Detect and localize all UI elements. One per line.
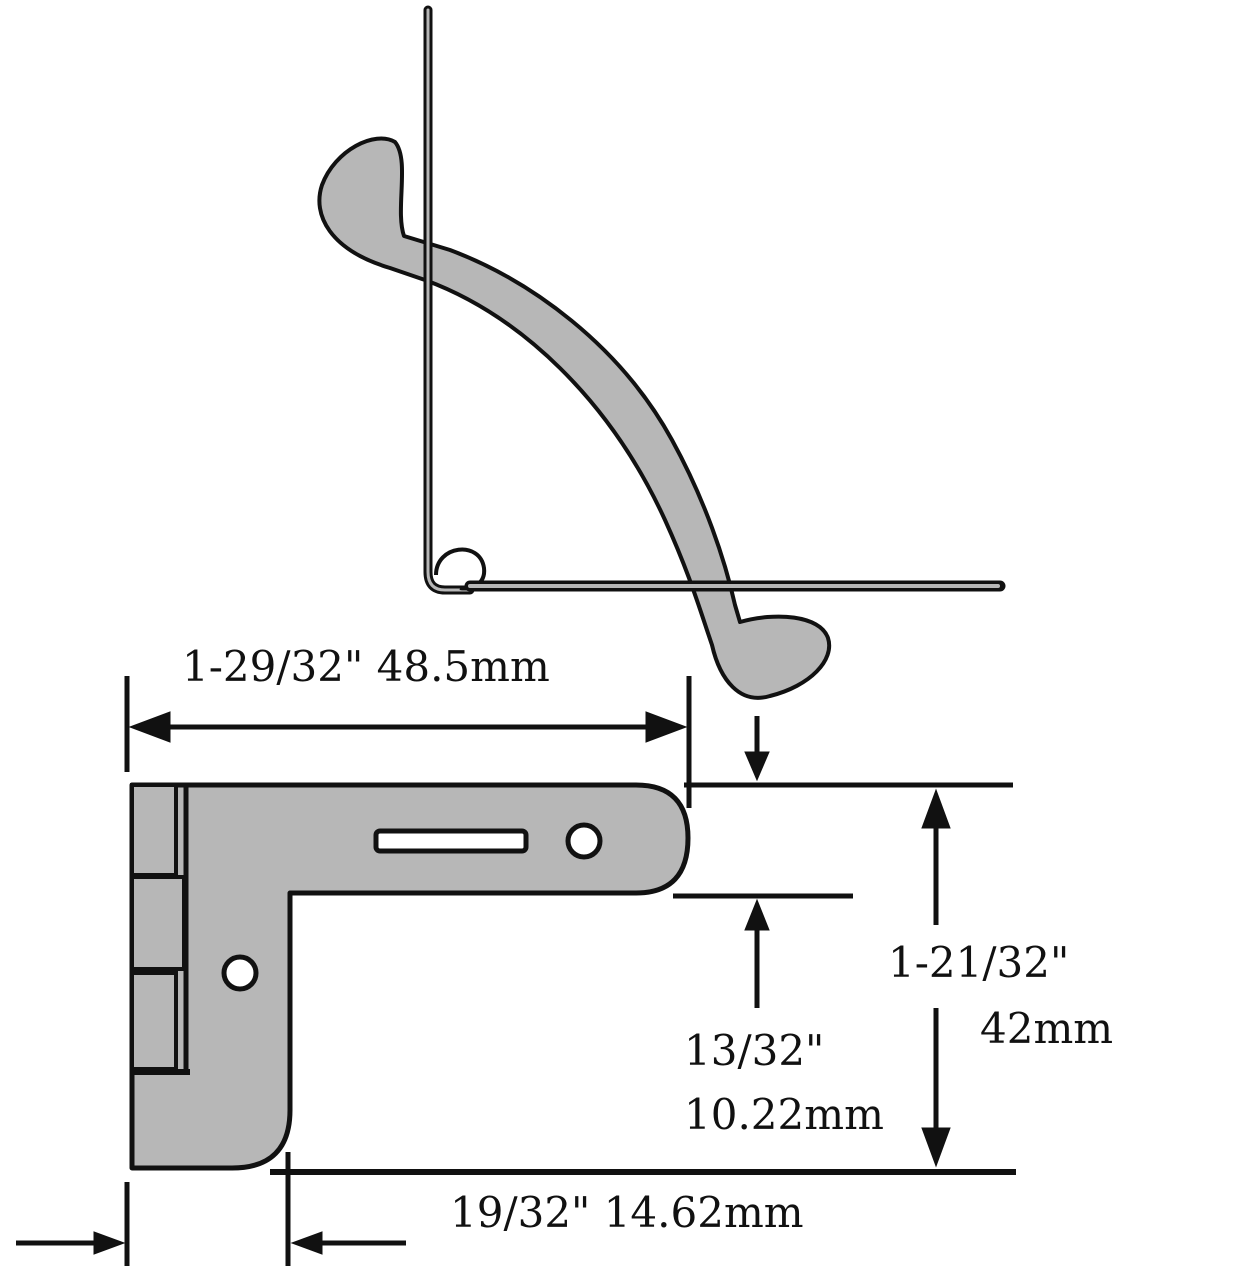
overall-height-mm-label: 42mm [980,1004,1114,1053]
l-plate [129,782,691,1171]
dimension-lines [16,676,1016,1266]
knuckle-segment-1 [130,783,178,877]
side-view-drawing [317,5,1006,700]
knuckle-segment-2 [130,875,186,971]
arm-height-mm-label: 10.22mm [684,1090,884,1139]
leg-width-label: 19/32" 14.62mm [450,1188,804,1237]
screw-hole-left [221,954,259,992]
adjustment-slot [373,828,529,854]
overall-width-label: 1-29/32" 48.5mm [182,642,550,691]
arm-height-inches-label: 13/32" [684,1026,825,1075]
vertical-leaf [423,5,475,595]
overall-height-inches-label: 1-21/32" [888,938,1070,987]
screw-hole-right [565,822,603,860]
front-view-drawing [129,782,691,1171]
knuckle-segment-3 [130,971,178,1071]
curved-support-arm [317,136,832,700]
